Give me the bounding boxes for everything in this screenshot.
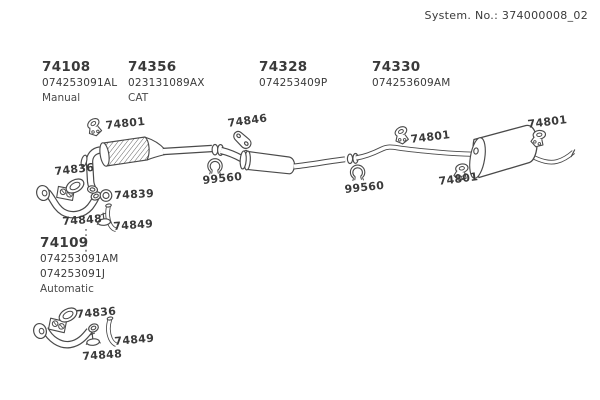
part-number-74109: 74109 (40, 235, 89, 251)
rear-pipe-drawing (293, 144, 472, 170)
catalytic-converter-drawing (80, 136, 166, 194)
part-number-74108: 74108 (42, 59, 91, 75)
part-code-74109-am: 074253091AM (40, 253, 119, 265)
disc-flange-icon-auto (31, 321, 49, 341)
part-number-74356: 74356 (128, 59, 177, 75)
callout-74849-bottom: 74849 (113, 331, 155, 348)
rubber-hanger-icon-front (84, 115, 105, 139)
rear-muffler-drawing (469, 124, 576, 179)
intermediate-pipe-drawing (162, 143, 244, 163)
rubber-hanger-icon-mid (392, 123, 411, 146)
front-pipe-manual-drawing (34, 175, 102, 219)
gasket-ring-74839-icon (99, 189, 113, 202)
callout-74839: 74839 (113, 186, 155, 202)
callout-74836-bottom: 74836 (75, 304, 117, 321)
part-code-74328: 074253409P (259, 77, 328, 89)
c-clamp-icon-right (349, 163, 366, 182)
middle-muffler-drawing (239, 150, 296, 175)
system-number: System. No.: 374000008_02 (424, 9, 588, 22)
elbow-74849-top-icon (105, 203, 117, 233)
callout-74848-bottom: 74848 (81, 347, 123, 363)
part-code-74108: 074253091AL (42, 77, 118, 89)
callout-74848-top: 74848 (61, 212, 103, 228)
variant-label-cat: CAT (128, 92, 149, 104)
part-number-74330: 74330 (372, 59, 421, 75)
variant-label-manual: Manual (42, 92, 81, 104)
callout-74849-top: 74849 (112, 217, 154, 233)
part-number-74328: 74328 (259, 59, 308, 75)
part-code-74109-j: 074253091J (40, 268, 106, 280)
part-code-74356: 023131089AX (128, 77, 205, 89)
part-code-74330: 074253609AM (372, 77, 451, 89)
front-pipe-automatic-drawing (31, 304, 118, 349)
variant-label-automatic: Automatic (40, 283, 94, 295)
